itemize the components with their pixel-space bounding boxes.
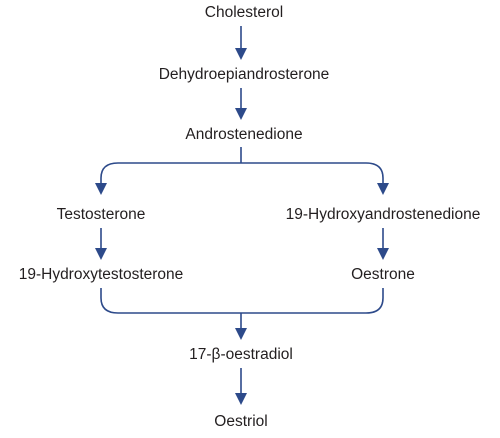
node-cholesterol: Cholesterol [204,4,284,21]
node-17-beta-oestradiol: 17-β-oestradiol [189,346,293,363]
arrowhead-androstenedione [235,108,247,120]
branch-to-testosterone [100,162,241,185]
node-dehydroepiandrosterone: Dehydroepiandrosterone [158,66,330,83]
arrowhead-oestradiol [235,328,247,340]
arrowhead-19oh-testosterone [95,248,107,260]
arrowhead-19oh-androstenedione [377,183,389,195]
merge-from-oestrone [241,288,384,314]
arrowhead-testosterone [95,183,107,195]
node-19-hydroxyandrostenedione: 19-Hydroxyandrostenedione [285,206,481,223]
node-androstenedione: Androstenedione [185,126,303,143]
node-oestriol: Oestriol [214,413,268,430]
arrowhead-dhea [235,48,247,60]
merge-from-19oh-testosterone [100,288,241,314]
arrowhead-oestrone [377,248,389,260]
branch-to-19oh-androstenedione [241,162,384,185]
node-testosterone: Testosterone [56,206,146,223]
node-oestrone: Oestrone [351,266,415,283]
arrowhead-oestriol [235,393,247,405]
node-19-hydroxytestosterone: 19-Hydroxytestosterone [18,266,184,283]
